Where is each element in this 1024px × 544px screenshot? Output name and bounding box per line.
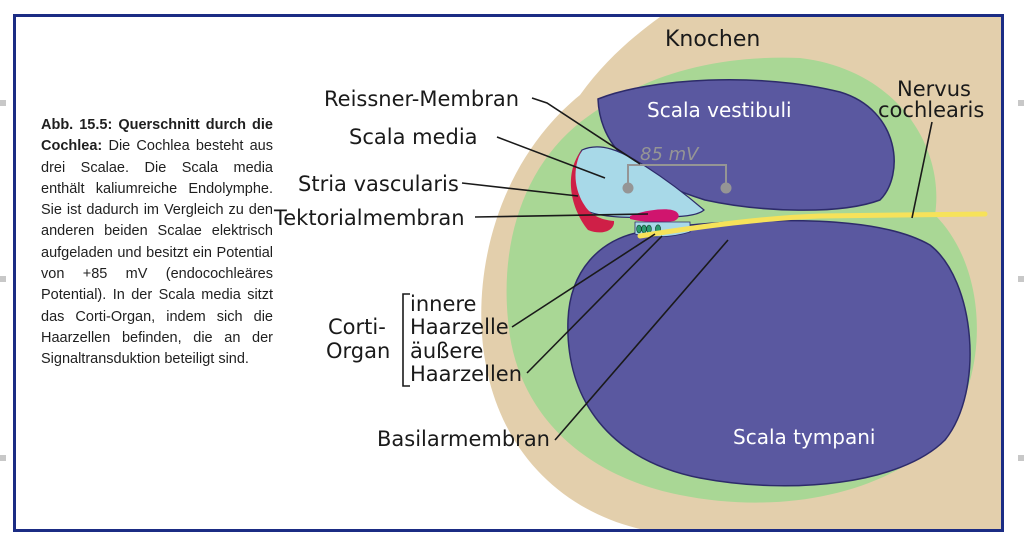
caption-title: Abb. 15.5: Querschnitt durch die Cochlea… (41, 117, 273, 155)
label-scala-media: Scala media (349, 125, 478, 149)
aeussere-leader (526, 235, 663, 374)
label-nervus-line1: Nervus (897, 77, 971, 101)
edge-marker-right-2 (1018, 276, 1024, 282)
edge-marker-left-3 (0, 455, 6, 461)
label-scala-tympani: Scala tympani (733, 425, 875, 449)
scala-tympani (567, 219, 971, 487)
edge-marker-right-3 (1018, 455, 1024, 461)
label-corti-line2: Organ (326, 339, 390, 363)
label-tektorialmembran: Tektorialmembran (273, 206, 465, 230)
label-aeussere-line2: Haarzellen (410, 362, 522, 386)
label-corti-line1: Corti- (328, 315, 386, 339)
tectorial-membrane (630, 209, 679, 223)
label-aeussere-line1: äußere (410, 339, 483, 363)
edge-marker-right-1 (1018, 100, 1024, 106)
scala-media-leader (496, 136, 606, 179)
stria-leader (461, 182, 579, 197)
label-basilarmembran: Basilarmembran (377, 427, 550, 451)
nervus-leader (911, 121, 933, 219)
nerve-fiber (637, 211, 988, 239)
label-stria-vascularis: Stria vascularis (298, 172, 459, 196)
basilar-leader (554, 239, 729, 441)
caption-text: Die Cochlea besteht aus drei Scalae. Die… (41, 138, 273, 368)
edge-marker-left-2 (0, 276, 6, 282)
label-knochen: Knochen (665, 27, 760, 52)
label-nervus-line2: cochlearis (878, 98, 984, 122)
corti-bracket (402, 293, 410, 387)
edge-marker-left-1 (0, 100, 6, 106)
label-innere-line1: innere (410, 292, 476, 316)
figure-frame: Abb. 15.5: Querschnitt durch die Cochlea… (13, 14, 1004, 532)
potential-probe-vestibuli (720, 182, 732, 194)
potential-probe-media (622, 182, 634, 194)
label-innere-line2: Haarzelle (410, 315, 509, 339)
cochlea-cross-section-diagram: 85 mV Knochen Nervus cochlearis Scala ve… (273, 17, 1001, 529)
label-scala-vestibuli: Scala vestibuli (647, 98, 792, 122)
tektorial-leader (474, 213, 649, 218)
reissner-leader (531, 97, 641, 165)
stria-vascularis (570, 150, 615, 233)
label-reissner: Reissner-Membran (324, 87, 519, 111)
potential-label: 85 mV (640, 144, 700, 165)
innere-leader (511, 233, 656, 328)
potential-indicator (627, 164, 727, 186)
figure-caption: Abb. 15.5: Querschnitt durch die Cochlea… (41, 115, 273, 371)
